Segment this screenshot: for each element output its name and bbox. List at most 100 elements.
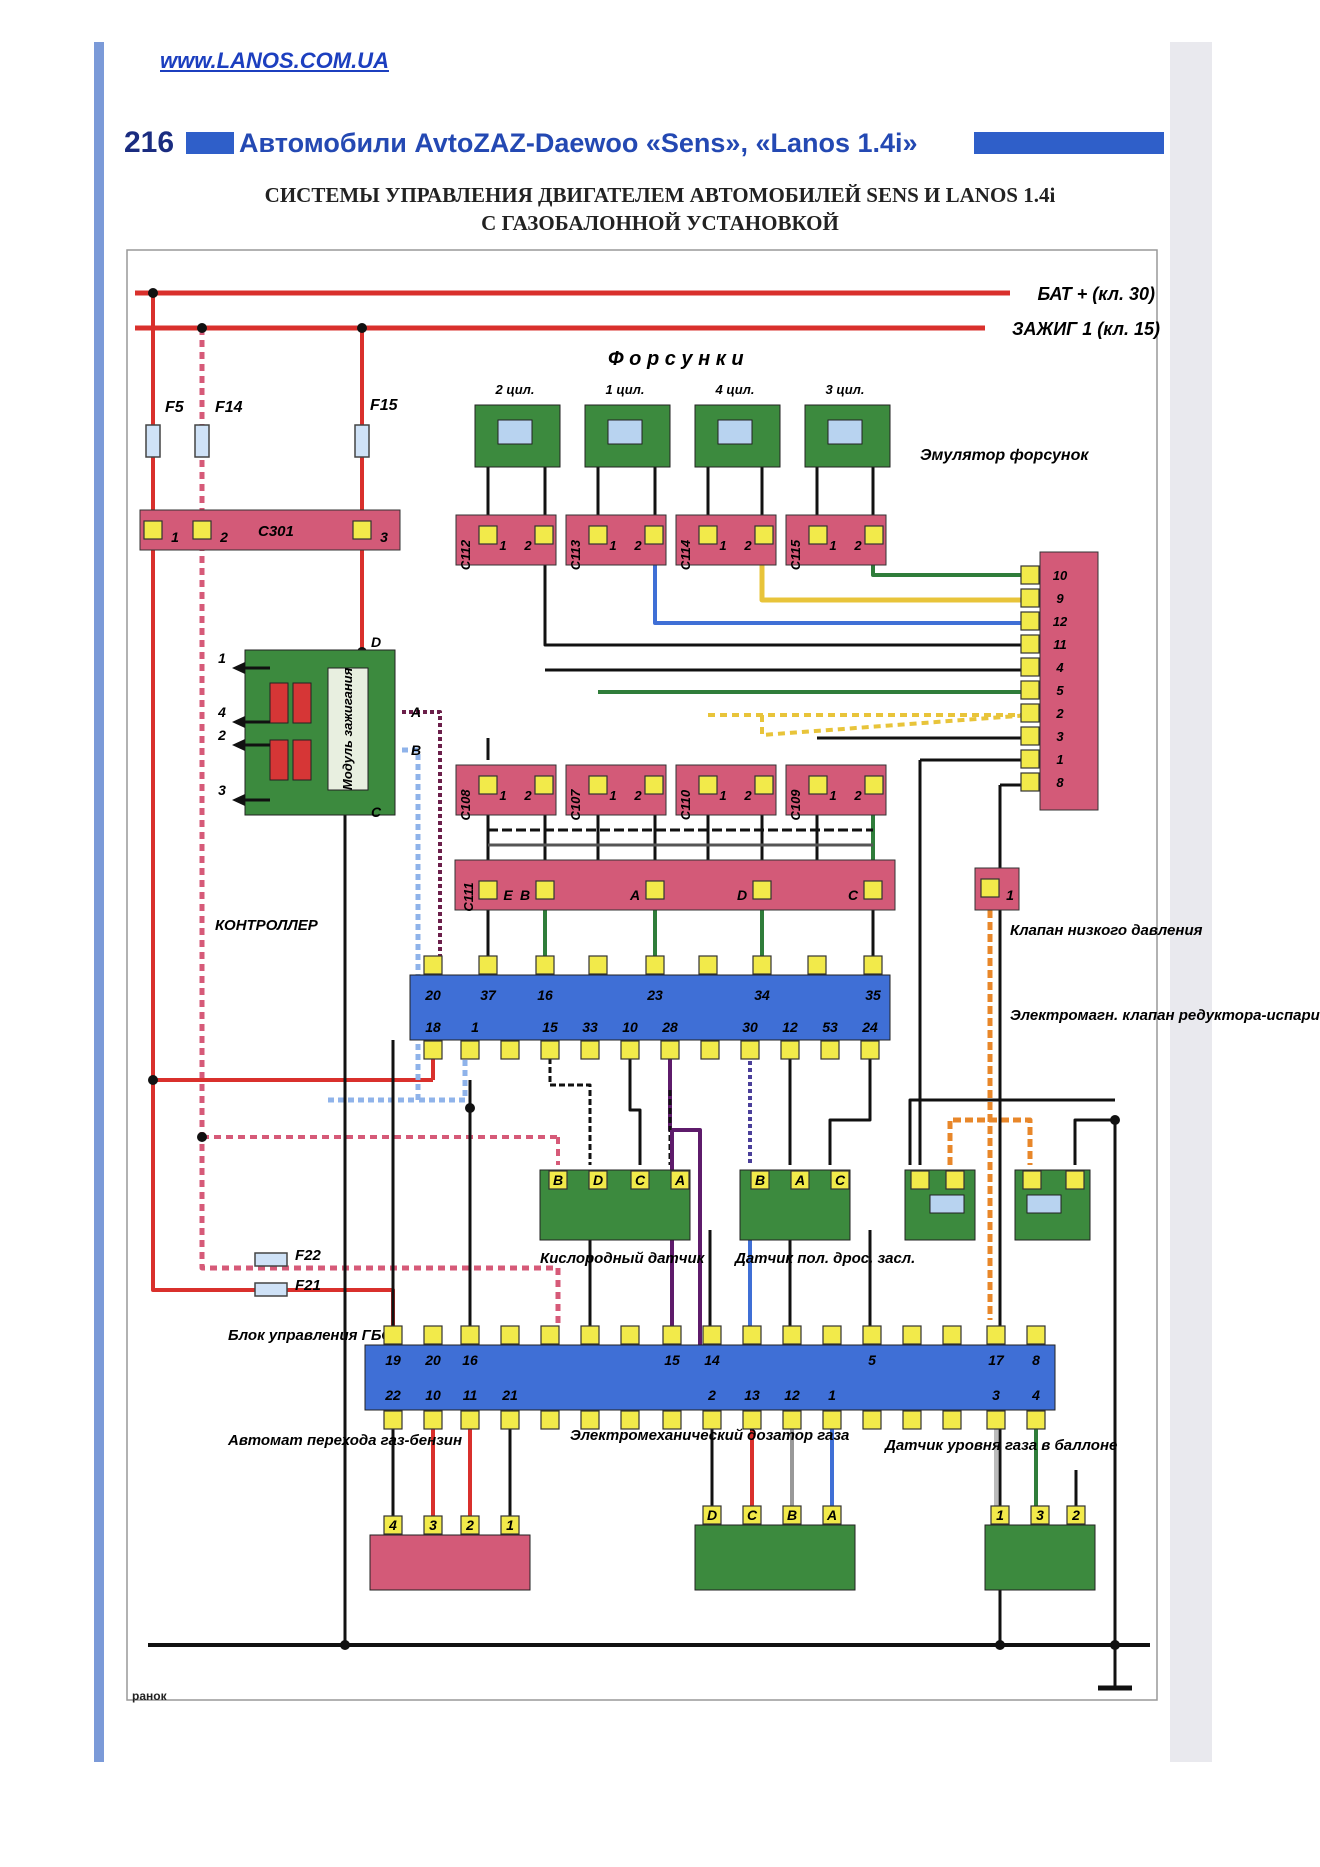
- controller-top-pin-label: 34: [754, 987, 770, 1003]
- mid-connector-label: C109: [788, 789, 803, 821]
- controller-top-pin-label: 23: [646, 987, 663, 1003]
- gbo-top-pin: [942, 1325, 962, 1345]
- controller-bottom-pin-label: 33: [582, 1019, 598, 1035]
- controller-bottom-pin-label: 30: [742, 1019, 758, 1035]
- gbo-bottom-pin: [460, 1410, 480, 1430]
- gbo-bottom-pin: [782, 1410, 802, 1430]
- fuse-f15: F15: [370, 397, 399, 414]
- doser-pin: B: [782, 1505, 802, 1525]
- book-title: Автомобили AvtoZAZ-Daewoo «Sens», «Lanos…: [239, 128, 918, 158]
- emulator-pin: [1020, 703, 1040, 723]
- ign-coil-1a: [269, 682, 289, 724]
- low-pressure-pin-label: 1: [1006, 887, 1014, 903]
- c111-pin-label: A: [629, 887, 640, 903]
- c111-pin-label: E: [503, 887, 513, 903]
- emulator-title: Эмулятор форсунок: [920, 447, 1089, 464]
- throttle-sensor-pin: A: [790, 1170, 810, 1190]
- gbo-bottom-pin: [986, 1410, 1006, 1430]
- mid-connector-label: C107: [568, 789, 583, 821]
- gbo-top-pin: [822, 1325, 842, 1345]
- mid-connector-label: C110: [678, 789, 693, 820]
- gas-doser: [694, 1524, 856, 1591]
- controller-top-pin: [698, 955, 718, 975]
- c301-pin-label: 1: [171, 529, 179, 545]
- top-pin-2: [534, 525, 554, 545]
- gbo-control-unit: [364, 1344, 1056, 1411]
- ign-label: ЗАЖИГ 1 (кл. 15): [1012, 319, 1160, 339]
- injector: 1 цил.: [584, 382, 671, 468]
- c301-pin-label: 3: [380, 529, 388, 545]
- throttle-label: Датчик пол. дрос. засл.: [733, 1250, 915, 1267]
- emulator-pin: [1020, 726, 1040, 746]
- mid-pin-1: [808, 775, 828, 795]
- gas-petrol-switch: [369, 1534, 531, 1591]
- top-pin-label: 2: [743, 538, 752, 553]
- svg-text:C: C: [835, 1172, 846, 1188]
- mid-pin-label: 1: [609, 788, 616, 803]
- controller-bottom-pin: [460, 1040, 480, 1060]
- mid-pin-label: 1: [829, 788, 836, 803]
- oxygen-sensor-pin: C: [630, 1170, 650, 1190]
- top-connector-label: C112: [458, 539, 473, 570]
- emulator-pin-label: 5: [1056, 683, 1064, 698]
- controller-bottom-pin-label: 28: [661, 1019, 678, 1035]
- top-pin-label: 1: [499, 538, 506, 553]
- ignition-output: 3: [218, 782, 270, 806]
- gbo-top-pin: [423, 1325, 443, 1345]
- controller-bottom-pin: [540, 1040, 560, 1060]
- top-connector-label: C115: [788, 539, 803, 570]
- top-pin-label: 1: [719, 538, 726, 553]
- controller-bottom-pin-label: 18: [425, 1019, 441, 1035]
- controller-bottom-pin-label: 10: [622, 1019, 638, 1035]
- gbo-bottom-pin-label: 22: [384, 1387, 401, 1403]
- c111-pin-label: B: [520, 887, 530, 903]
- mid-pin-2: [864, 775, 884, 795]
- gbo-top-pin-label: 8: [1032, 1352, 1040, 1368]
- gbo-top-pin: [540, 1325, 560, 1345]
- ign-coil-2b: [292, 739, 312, 781]
- ignition-output-label: 4: [217, 704, 226, 720]
- controller-bottom-pin: [620, 1040, 640, 1060]
- ign-coil-1b: [292, 682, 312, 724]
- ignition-pin-label: A: [410, 704, 421, 720]
- svg-text:2: 2: [465, 1517, 474, 1533]
- emulator-pin-label: 2: [1055, 706, 1064, 721]
- gbo-top-pin: [702, 1325, 722, 1345]
- controller-bottom-pin: [740, 1040, 760, 1060]
- ignition-pin-label: B: [411, 742, 421, 758]
- gbo-bottom-pin-label: 12: [784, 1387, 800, 1403]
- doser-pin: C: [742, 1505, 762, 1525]
- c301-label: C301: [258, 523, 294, 540]
- svg-text:3: 3: [1036, 1507, 1044, 1523]
- emulator-pin-label: 3: [1056, 729, 1064, 744]
- gbo-top-pin: [662, 1325, 682, 1345]
- ignition-module: [244, 649, 396, 816]
- controller-bottom-pin: [780, 1040, 800, 1060]
- svg-text:B: B: [553, 1172, 563, 1188]
- mid-pin-1: [588, 775, 608, 795]
- emulator-pin: [1020, 634, 1040, 654]
- level-label: Датчик уровня газа в баллоне: [883, 1437, 1117, 1454]
- controller-bottom-pin: [580, 1040, 600, 1060]
- controller-bottom-pin: [860, 1040, 880, 1060]
- gbo-top-pin: [500, 1325, 520, 1345]
- site-url[interactable]: www.LANOS.COM.UA: [160, 48, 389, 73]
- svg-text:B: B: [755, 1172, 765, 1188]
- svg-text:A: A: [826, 1507, 837, 1523]
- controller-top-pin-label: 20: [424, 987, 441, 1003]
- oxygen-label: Кислородный датчик: [540, 1250, 706, 1267]
- fuse-bodies: [145, 424, 370, 1297]
- c111-pin: [752, 880, 772, 900]
- c301-pin-label: 2: [219, 529, 228, 545]
- gbo-top-pin-label: 14: [704, 1352, 720, 1368]
- gbo-top-pin: [902, 1325, 922, 1345]
- svg-text:3: 3: [429, 1517, 437, 1533]
- gbo-top-pin: [460, 1325, 480, 1345]
- svg-text:C: C: [635, 1172, 646, 1188]
- header-bar-right: [974, 132, 1164, 154]
- level-sensor-pin: 3: [1030, 1505, 1050, 1525]
- gbo-top-pin: [383, 1325, 403, 1345]
- low-pressure-valve-pin: [910, 1170, 930, 1190]
